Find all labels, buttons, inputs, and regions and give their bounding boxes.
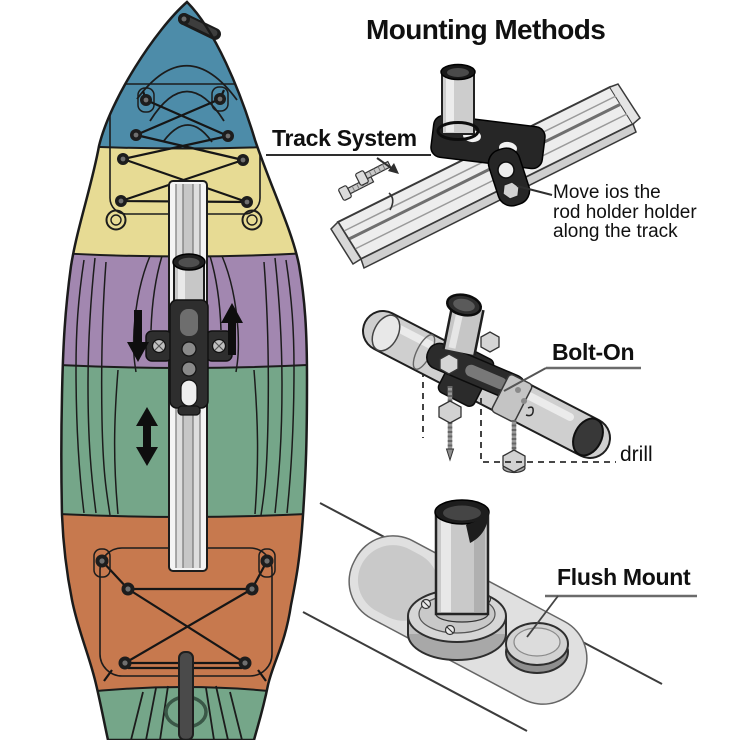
front-eyelets [115,93,253,208]
arrow-up-down-icon [136,407,158,466]
bungee-pad [93,548,111,578]
bolt-on-illustration [362,293,641,474]
flush-cover-cap [505,622,569,674]
kayak-rod-holder-mount [145,253,233,416]
drill-guide-dashed-line [480,398,616,463]
bungee-pad [211,86,229,112]
deck-hatches [105,209,263,231]
mounting-bolt [502,420,526,474]
track-system-label: Track System [272,125,417,151]
mounting-bolt-pointed [438,386,462,462]
bungee-pad [137,87,155,113]
diagram-title: Mounting Methods [366,14,606,45]
deck-edge-line [302,611,528,732]
strap-bolt [502,181,520,200]
track-bolt [355,160,392,186]
flush-leader-line [526,595,559,638]
bolt-on-leader-line [503,367,547,392]
flush-mount-label: Flush Mount [557,564,691,590]
kayak-hull-outline [60,0,309,740]
arrow-down-icon [127,310,149,362]
kayak-illustration [60,0,309,740]
arrow-up-icon [221,303,243,355]
stern-contour-lines [130,685,243,740]
arrowhead-icon [388,163,399,174]
hex-bolt-head [439,353,459,375]
bolt-on-label: Bolt-On [552,339,635,365]
slide-arrows [127,303,243,466]
note-line-2: rod holder holder [553,201,697,223]
note-leader-line [516,185,553,196]
stern-skeg [164,651,208,740]
bungee-pad [258,548,276,578]
flush-mount-illustration [302,499,697,732]
drill-note-label: drill [620,443,653,466]
note-line-1: Move ios the [553,182,661,203]
track-system-illustration [266,63,641,270]
rod-holder-tube [434,499,490,623]
track-system-note: Move ios the rod holder holder along the… [553,183,697,242]
note-line-3: along the track [553,221,678,242]
rear-eyelets [95,554,274,670]
hex-bolt-head [480,331,500,353]
